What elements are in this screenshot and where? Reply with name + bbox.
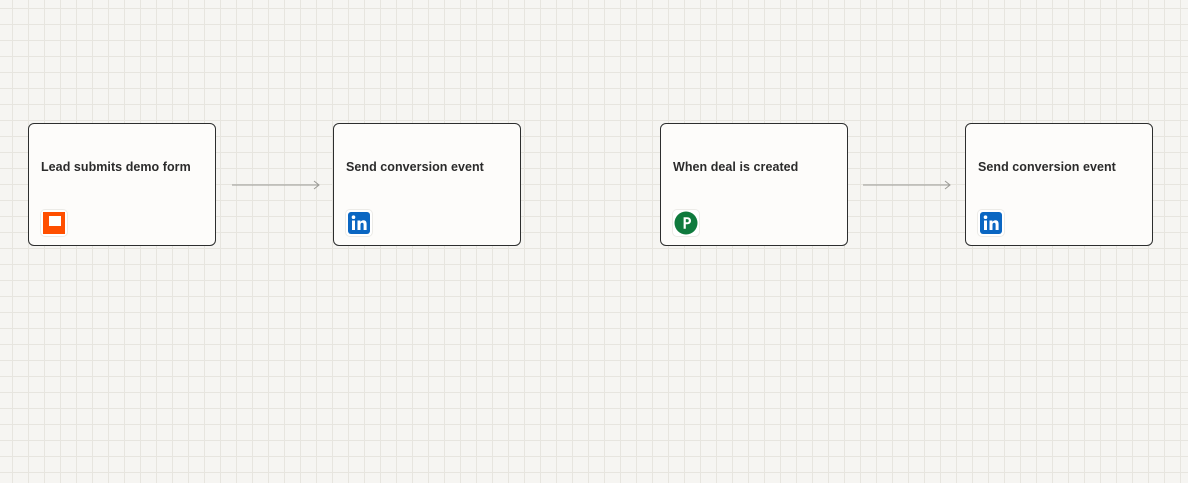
linkedin-icon <box>346 210 372 236</box>
trigger-card-when-deal-is-created[interactable]: When deal is created <box>660 123 848 246</box>
step-title: Lead submits demo form <box>41 160 191 174</box>
step-title: When deal is created <box>673 160 799 174</box>
connector-arrow <box>863 180 951 190</box>
orange-square-form-icon <box>41 210 67 236</box>
pipedrive-icon <box>673 210 699 236</box>
action-card-send-conversion-event[interactable]: Send conversion event <box>333 123 521 246</box>
step-title: Send conversion event <box>346 160 484 174</box>
action-card-send-conversion-event[interactable]: Send conversion event <box>965 123 1153 246</box>
linkedin-icon <box>978 210 1004 236</box>
trigger-card-lead-submits-demo-form[interactable]: Lead submits demo form <box>28 123 216 246</box>
connector-arrow <box>232 180 320 190</box>
step-title: Send conversion event <box>978 160 1116 174</box>
